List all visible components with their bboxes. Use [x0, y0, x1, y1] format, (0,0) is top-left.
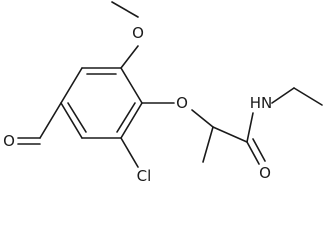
bond-nh-ch2: [271, 87, 295, 104]
bond-ring-left-lower: [60, 102, 83, 139]
bond-carbonyl-o: [246, 141, 260, 165]
bond-ring-right-upper: [120, 67, 143, 104]
atom-labels: O O O Cl O HN: [3, 24, 272, 185]
bond-ring-cl: [120, 137, 139, 168]
bond-ch-methyl: [202, 126, 214, 163]
bond-ring-left-upper: [60, 67, 83, 104]
chemical-structure: O O O Cl O HN: [3, 1, 323, 185]
bond-ring-left-lower-inner: [67, 102, 87, 133]
atom-label-amide-nh: HN: [250, 94, 273, 112]
bond-ring-right-lower: [120, 102, 143, 139]
atom-label-amide-o: O: [259, 164, 271, 182]
bond-ring-cho: [39, 102, 62, 139]
bond-carbonyl-o-double: [252, 138, 266, 162]
bond-oether-ch: [191, 109, 214, 128]
bond-methyl-omethoxy: [111, 1, 139, 18]
atom-label-ether-o: O: [176, 94, 188, 112]
atom-label-aldehyde-o: O: [3, 132, 15, 150]
bond-carbonyl-nh: [246, 112, 254, 143]
atom-label-methoxy-o: O: [132, 24, 144, 42]
bond-ring-right-lower-inner: [116, 102, 136, 133]
bond-ch-carbonyl: [212, 126, 248, 143]
atom-label-chlorine: Cl: [137, 167, 152, 185]
bonds: [17, 1, 323, 168]
bond-ch2-ch3: [293, 87, 323, 106]
bond-omethoxy-ring: [120, 45, 139, 69]
